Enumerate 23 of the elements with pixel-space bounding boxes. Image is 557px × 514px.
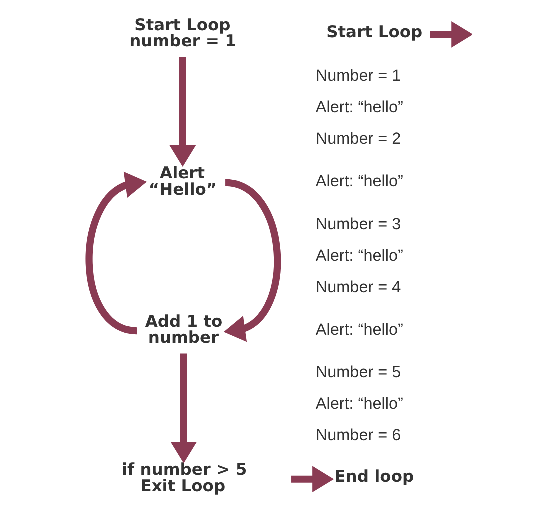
node-text: Start Loop number = 1 [130,15,236,51]
label: Alert: “hello” [316,172,404,191]
label: Alert: “hello” [316,246,404,265]
arrow [86,172,147,335]
label: Number = 5 [316,364,402,382]
label: Number = 6 [316,426,402,445]
label: Alert: “hello” [316,320,404,339]
label: Alert: “hello” [316,98,404,117]
label: Number = 4 [316,278,402,296]
arrow [170,354,198,464]
arrow [170,57,196,168]
node-text: Start Loop [326,22,423,42]
node-text: Add 1 to number [145,312,223,348]
label: Number = 2 [316,130,402,148]
arrow [224,179,281,342]
node-text: Alert “Hello” [148,164,218,199]
arrow [430,21,472,48]
label: Number = 3 [316,215,402,234]
label: Alert: “hello” [316,395,404,414]
label: Number = 1 [316,67,402,86]
arrow [292,466,334,493]
node-text: if number > 5 Exit Loop [122,460,248,496]
node-text: End loop [334,467,414,486]
